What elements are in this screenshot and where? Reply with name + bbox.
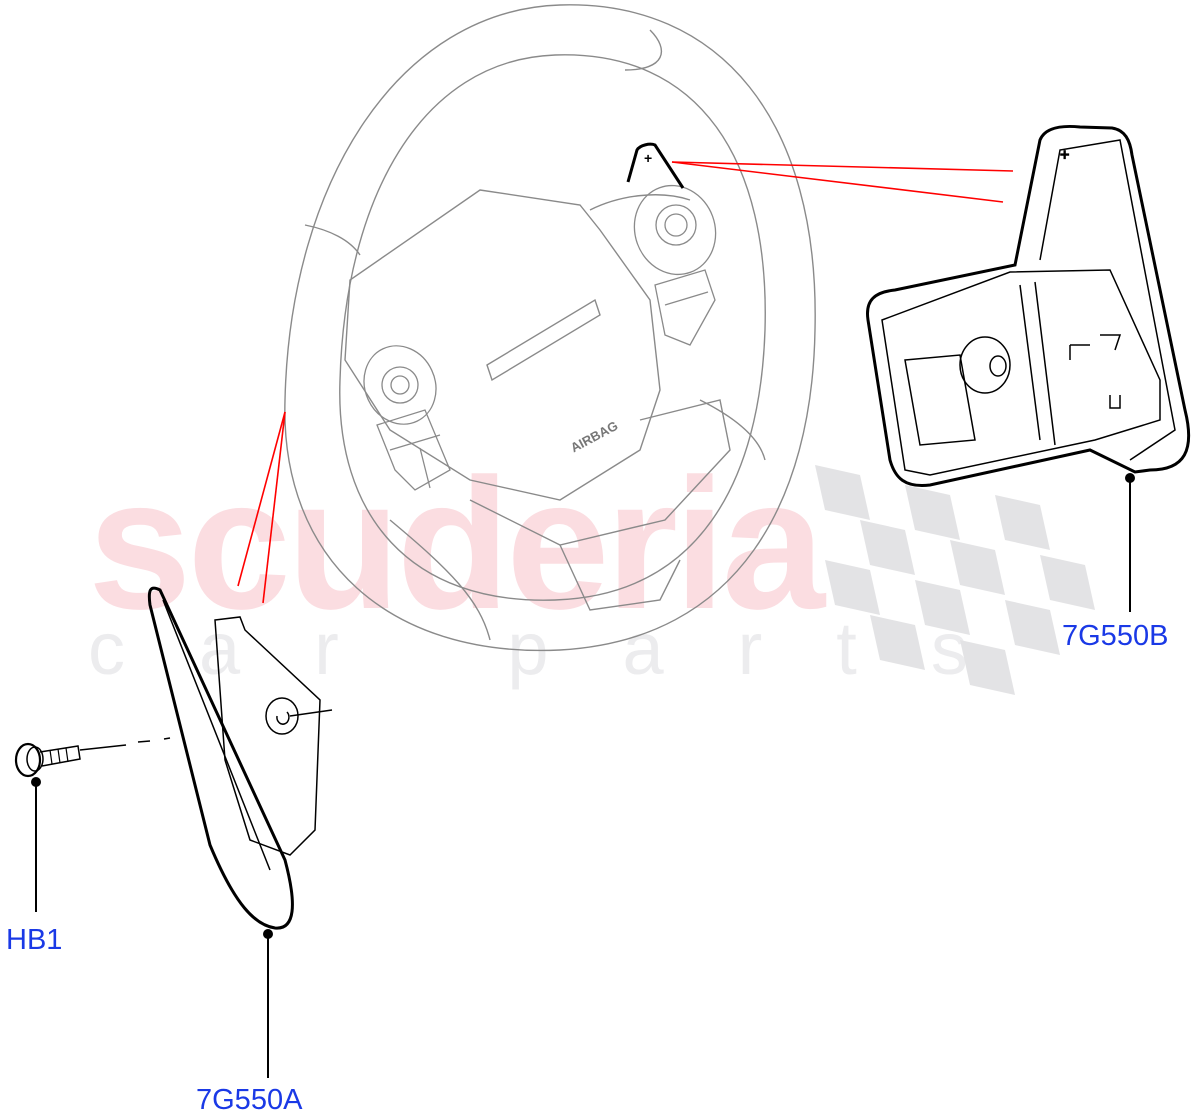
svg-text:+: +	[644, 150, 652, 166]
leader-lines	[237, 161, 1014, 604]
right-shift-paddle[interactable]: +	[865, 124, 1191, 612]
callout-hb1[interactable]: HB1	[6, 924, 63, 956]
bolt[interactable]	[14, 737, 171, 912]
left-shift-paddle[interactable]	[147, 586, 333, 1078]
checkered-flag-watermark	[815, 465, 1095, 695]
wheel-paddle-highlight: +	[626, 142, 685, 189]
steering-wheel	[284, 4, 816, 652]
right-switch-pod	[633, 184, 717, 346]
svg-text:+: +	[1060, 147, 1069, 164]
left-switch-pod	[363, 345, 451, 491]
watermark-car-parts: car parts	[88, 607, 1042, 690]
watermark-scuderia: scuderia	[88, 441, 825, 648]
callout-7g550a[interactable]: 7G550A	[196, 1084, 303, 1116]
callout-7g550b[interactable]: 7G550B	[1062, 620, 1169, 652]
